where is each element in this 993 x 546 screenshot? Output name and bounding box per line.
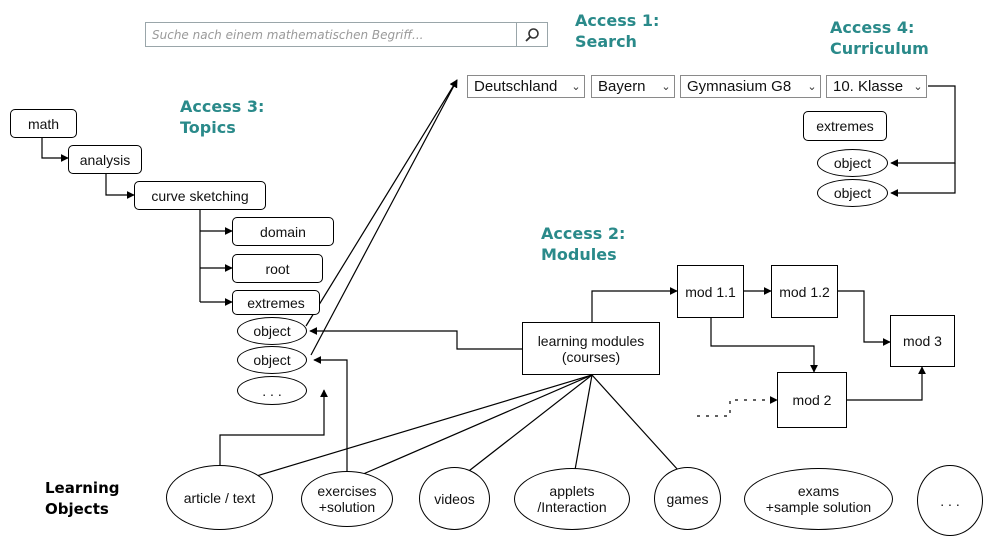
topic-curve-sketching[interactable]: curve sketching <box>134 181 266 210</box>
edge-mod2-to-mod3 <box>847 366 926 401</box>
curriculum-object[interactable]: object <box>817 149 888 177</box>
search-input[interactable] <box>146 23 516 46</box>
module-3[interactable]: mod 3 <box>890 315 955 367</box>
module-1-1[interactable]: mod 1.1 <box>677 265 744 318</box>
module-2[interactable]: mod 2 <box>777 372 847 428</box>
lo-more[interactable]: . . . <box>917 465 983 536</box>
edge-exercises-to-object2 <box>313 356 348 471</box>
edge-external-to-mod2 <box>697 396 778 417</box>
edge-modules-to-mod11 <box>591 287 678 322</box>
lo-games[interactable]: games <box>654 467 721 530</box>
curriculum-topic-extremes[interactable]: extremes <box>803 111 887 141</box>
edge-object1-to-curriculum <box>305 79 458 327</box>
edge-object2-to-curriculum <box>310 79 458 356</box>
lo-exercises-solution[interactable]: exercises +solution <box>301 471 393 527</box>
select-grade-value: 10. Klasse <box>833 78 904 95</box>
curriculum-object[interactable]: object <box>817 179 888 207</box>
access1-search-heading: Access 1: Search <box>575 11 660 51</box>
chevron-down-icon: ⌄ <box>913 81 923 93</box>
learning-objects-heading: Learning Objects <box>45 479 120 518</box>
edge-analysis-curve <box>105 174 135 199</box>
access4-curriculum-heading: Access 4: Curriculum <box>830 18 929 58</box>
lo-applets-interaction[interactable]: applets /Interaction <box>514 468 630 530</box>
subtopic-domain[interactable]: domain <box>232 217 334 246</box>
magnifier-icon <box>525 27 539 42</box>
chevron-down-icon: ⌄ <box>571 81 581 93</box>
edge-videos-to-modules <box>455 374 593 482</box>
topic-object-more[interactable]: . . . <box>237 376 307 405</box>
edge-mod11-to-mod2 <box>710 318 818 373</box>
topic-analysis[interactable]: analysis <box>68 145 142 174</box>
lo-videos[interactable]: videos <box>419 467 490 530</box>
edge-math-analysis <box>41 138 69 162</box>
select-state-value: Bayern <box>598 78 646 95</box>
access2-modules-heading: Access 2: Modules <box>541 224 626 264</box>
select-grade[interactable]: 10. Klasse ⌄ <box>826 75 927 98</box>
edge-exercises-to-modules <box>346 374 593 482</box>
select-country-value: Deutschland <box>474 78 558 95</box>
edge-applets-to-modules <box>572 374 593 482</box>
lo-article-text[interactable]: article / text <box>166 465 273 530</box>
module-1-2[interactable]: mod 1.2 <box>771 265 838 318</box>
learning-modules-box[interactable]: learning modules (courses) <box>522 322 660 375</box>
edge-curriculum-to-object2 <box>890 163 956 197</box>
edge-mod12-to-mod3 <box>838 290 891 346</box>
edge-article-to-modules <box>239 374 593 482</box>
select-school-type-value: Gymnasium G8 <box>687 78 792 95</box>
topic-object[interactable]: object <box>237 346 307 374</box>
chevron-down-icon: ⌄ <box>661 81 671 93</box>
topic-math[interactable]: math <box>10 109 77 138</box>
edge-curriculum-to-object1 <box>890 85 956 167</box>
edge-modules-to-object1 <box>309 327 522 350</box>
select-school-type[interactable]: Gymnasium G8 ⌄ <box>680 75 821 98</box>
select-state[interactable]: Bayern ⌄ <box>591 75 675 98</box>
lo-exams-sample-solution[interactable]: exams +sample solution <box>744 468 893 530</box>
select-country[interactable]: Deutschland ⌄ <box>467 75 585 98</box>
edge-games-to-modules <box>591 374 689 482</box>
subtopic-root[interactable]: root <box>232 254 323 283</box>
topic-object[interactable]: object <box>237 317 307 345</box>
access3-topics-heading: Access 3: Topics <box>180 97 265 137</box>
search-button[interactable] <box>516 23 547 46</box>
edge-article-to-more <box>219 389 328 465</box>
subtopic-extremes[interactable]: extremes <box>232 290 320 315</box>
search-bar <box>145 22 548 47</box>
chevron-down-icon: ⌄ <box>807 81 817 93</box>
